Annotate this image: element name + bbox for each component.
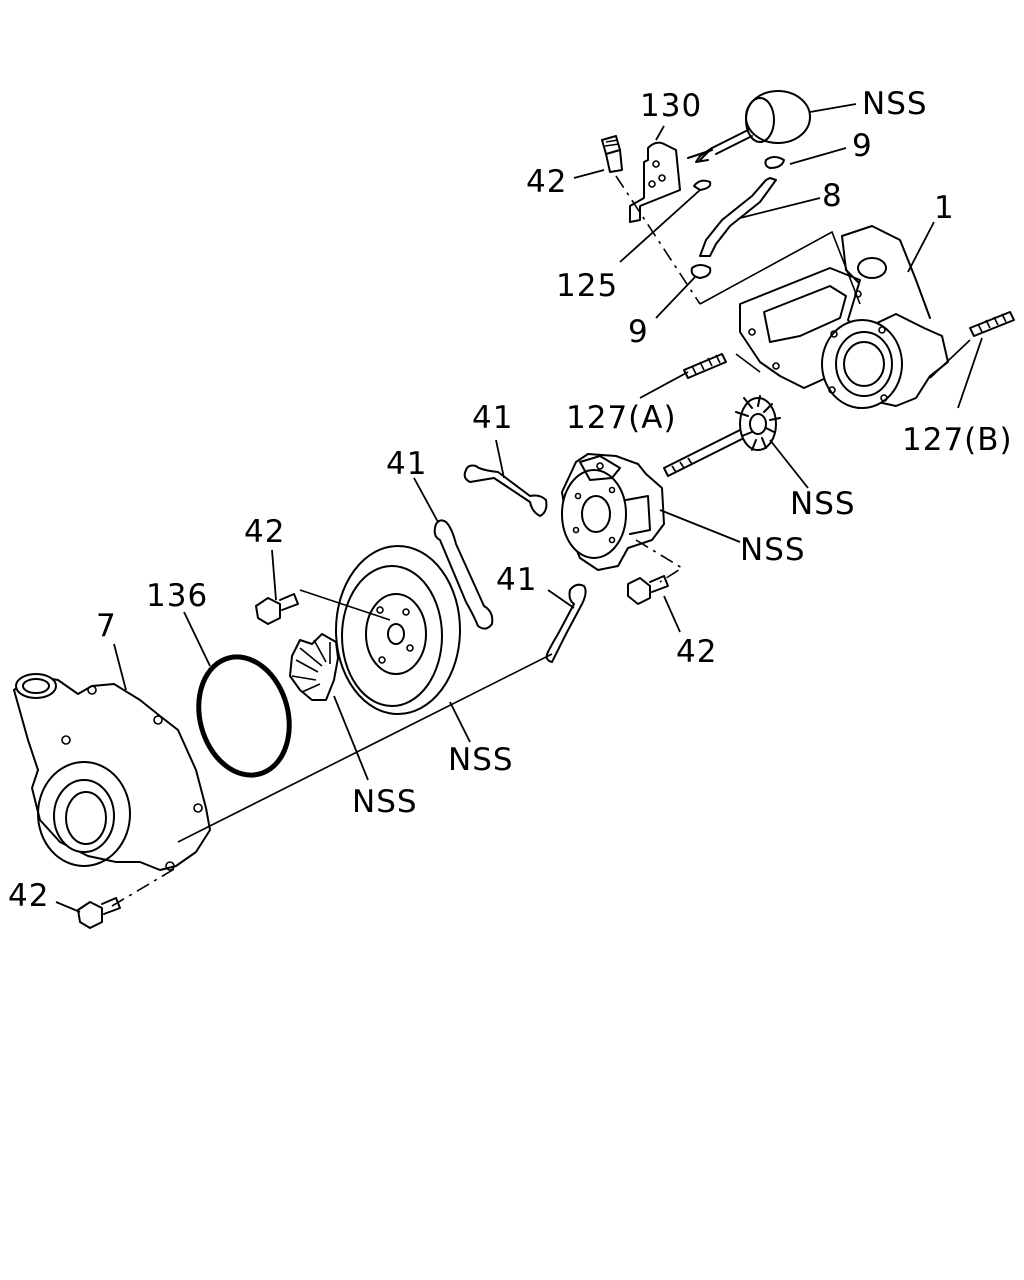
turbine-wheel-shaft [663,395,781,477]
compressor-back-plate [335,545,461,715]
hose-clamp-9-mid [690,264,712,279]
callout-127b: 127(B) [902,422,1013,458]
callout-nss-center: NSS [740,532,806,568]
wastegate-actuator [687,90,811,163]
callout-8: 8 [822,178,843,214]
leader-lines [55,103,983,913]
callout-42-bottom: 42 [8,878,49,914]
callout-42-center: 42 [244,514,285,550]
callout-41-mid: 41 [386,446,427,482]
o-ring-136 [196,654,292,778]
callout-136: 136 [146,578,208,614]
hose-8 [699,177,777,257]
callout-41-top: 41 [472,400,513,436]
callout-1: 1 [934,190,955,226]
callout-nss-actuator: NSS [862,86,928,122]
hose-clamp-9-top [764,156,785,169]
compressor-wheel [289,633,339,701]
assembly-center-lines [111,175,971,907]
gasket-41-top [463,464,548,517]
bolt-42-bottom [77,897,121,929]
actuator-bracket [629,141,681,223]
callout-41-low: 41 [496,562,537,598]
clip-125 [693,179,712,191]
callout-127a: 127(A) [566,400,677,436]
compressor-housing [13,673,211,871]
gasket-41-mid [433,519,494,630]
callout-nss-backplate: NSS [448,742,514,778]
callout-nss-compressor: NSS [352,784,418,820]
gasket-41-low [545,583,587,663]
callout-nss-turbine: NSS [790,486,856,522]
bolt-42-right [627,575,669,605]
callout-130: 130 [640,88,702,124]
callout-42-right: 42 [676,634,717,670]
center-bearing-housing [561,453,665,571]
callout-7: 7 [96,608,117,644]
callout-42-top: 42 [526,164,567,200]
stud-127a [683,353,727,379]
callout-9-top: 9 [852,128,873,164]
bolt-42-center [255,593,299,625]
bolt-42-top [601,135,623,173]
stud-127b [969,311,1015,337]
callout-125: 125 [556,268,618,304]
callout-9-mid: 9 [628,314,649,350]
turbine-housing [739,225,949,409]
